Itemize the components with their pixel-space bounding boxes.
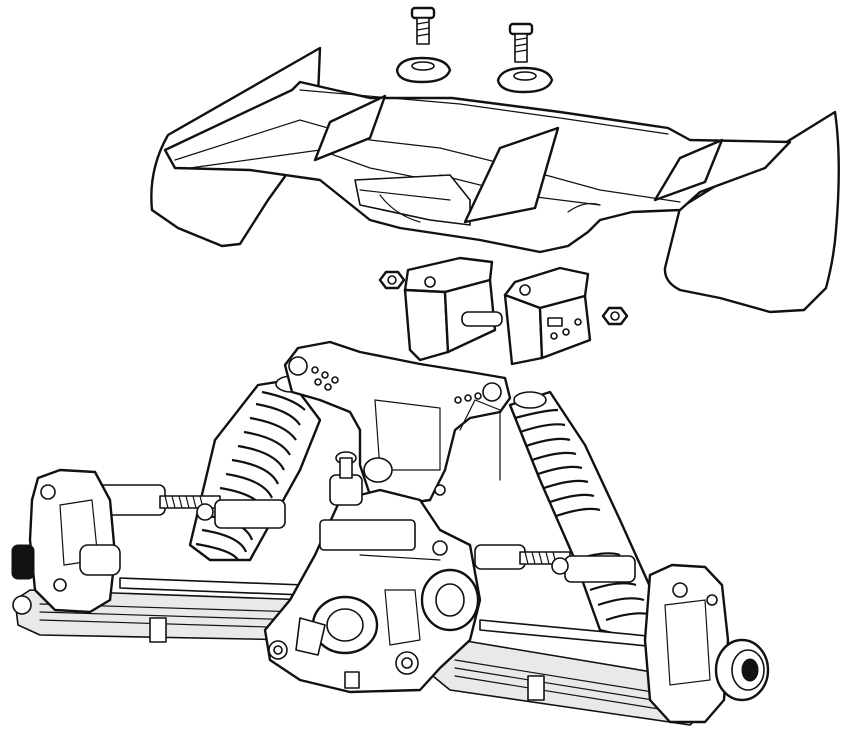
wing-washer	[395, 56, 452, 84]
shock-tower	[283, 340, 512, 507]
wheel-axle	[714, 638, 770, 702]
rear-wing	[150, 46, 840, 314]
wing-mounting-screw	[508, 22, 534, 63]
hub-carrier	[11, 468, 121, 614]
wing-washer	[496, 66, 554, 94]
lock-nut	[601, 306, 629, 326]
differential-housing	[263, 451, 482, 694]
turnbuckle-link	[119, 577, 691, 651]
wing-mounting-screw	[410, 6, 436, 45]
turnbuckle-link	[474, 544, 636, 583]
shock-absorber	[508, 390, 667, 642]
wing-mount	[403, 256, 592, 366]
hub-carrier	[643, 563, 730, 724]
turnbuckle-link	[94, 484, 286, 529]
lock-nut	[378, 270, 406, 290]
shock-absorber	[188, 375, 322, 562]
